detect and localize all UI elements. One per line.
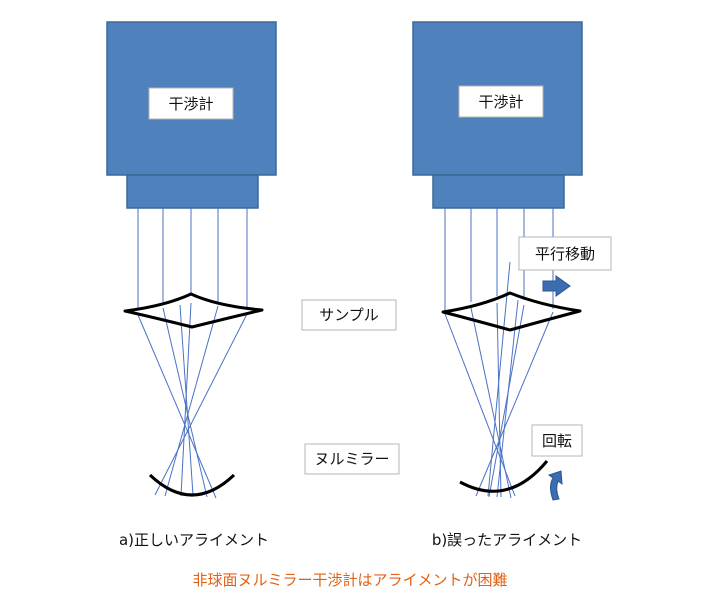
rotation-arrow-icon: [547, 470, 563, 501]
right-caption: b)誤ったアライメント: [432, 531, 582, 549]
translation-label-box: [518, 236, 612, 271]
right-interferometer-label-box: [458, 85, 544, 118]
sample-label: サンプル: [319, 306, 379, 324]
right-panel: 干渉計 平行移動 回転 b)誤ったアライメント: [412, 21, 612, 549]
left-caption: a)正しいアライメント: [119, 531, 269, 549]
translation-arrow-icon: [542, 275, 571, 297]
left-rays: [137, 208, 248, 499]
right-null-mirror: [459, 460, 549, 493]
rotation-label: 回転: [542, 432, 572, 450]
right-interferometer-label: 干渉計: [478, 93, 523, 111]
right-rays: [444, 208, 554, 499]
left-interferometer-label: 干渉計: [168, 95, 213, 113]
translation-label: 平行移動: [535, 245, 595, 263]
sample-label-box: [301, 299, 397, 331]
center-labels: サンプル ヌルミラー: [301, 299, 400, 475]
right-sample-lens: [441, 291, 582, 332]
left-panel: 干渉計 a)正しいアライメント: [106, 21, 277, 549]
null-mirror-label-box: [304, 443, 400, 475]
left-sample-lens: [123, 292, 264, 329]
rotation-label-box: [531, 424, 583, 457]
null-mirror-label: ヌルミラー: [314, 450, 389, 468]
left-interferometer-barrel: [126, 174, 259, 209]
left-interferometer-label-box: [148, 87, 234, 120]
left-null-mirror: [148, 473, 236, 497]
right-interferometer-barrel: [432, 174, 565, 209]
footer-caption: 非球面ヌルミラー干渉計はアライメントが困難: [192, 571, 507, 589]
